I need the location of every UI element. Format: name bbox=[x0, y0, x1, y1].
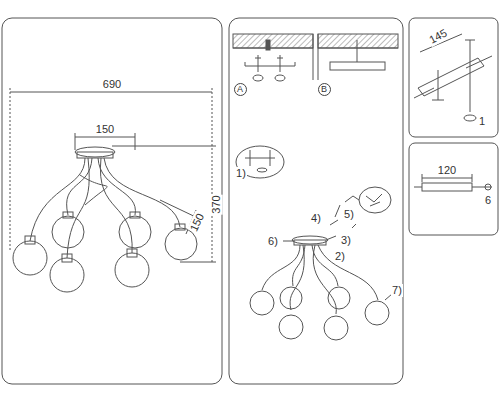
dimension: 6 bbox=[484, 194, 492, 207]
dimension: 1 bbox=[478, 115, 486, 128]
callout-number: 2) bbox=[334, 250, 346, 263]
panel bbox=[2, 18, 222, 384]
panel bbox=[409, 18, 498, 137]
dimension: 120 bbox=[437, 164, 457, 177]
callout-number: 7) bbox=[391, 284, 403, 297]
callout-number: 4) bbox=[310, 212, 322, 225]
canopy bbox=[75, 147, 115, 157]
view-letter: B bbox=[318, 83, 331, 96]
callout-number: 1) bbox=[235, 167, 247, 180]
panel bbox=[229, 18, 403, 384]
dimension: 370 bbox=[209, 194, 222, 214]
view-letter: A bbox=[234, 83, 247, 96]
callout-number: 5) bbox=[343, 208, 355, 221]
callout-number: 3) bbox=[340, 234, 352, 247]
panel bbox=[409, 143, 498, 235]
dimension: 150 bbox=[187, 210, 207, 234]
dimension: 690 bbox=[102, 78, 122, 91]
dimension: 145 bbox=[426, 25, 450, 46]
callout-number: 6) bbox=[267, 235, 279, 248]
dimension: 150 bbox=[95, 123, 115, 136]
